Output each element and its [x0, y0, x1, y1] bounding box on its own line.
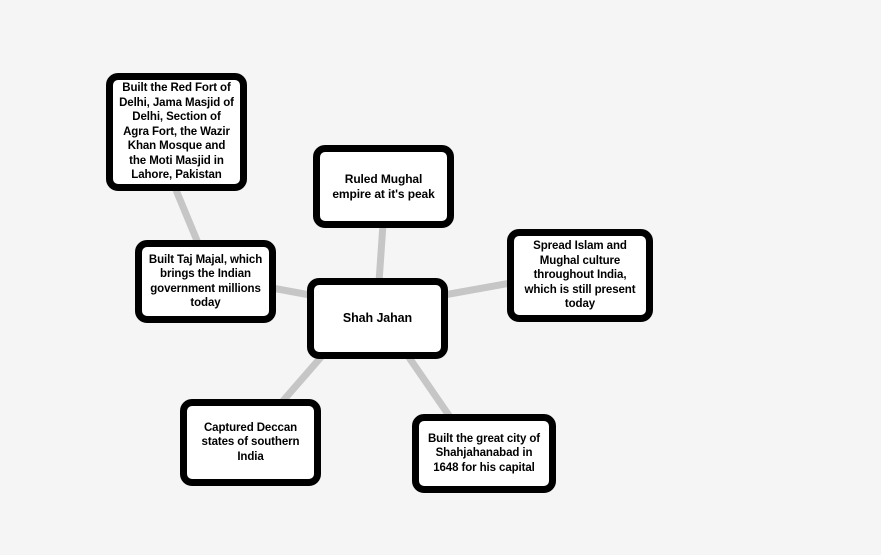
node-red-fort-label: Built the Red Fort of Delhi, Jama Masjid…	[119, 82, 234, 182]
node-central-topic-label: Shah Jahan	[342, 311, 413, 325]
node-shahjahanabad-label: Built the great city of Shahjahanabad in…	[427, 432, 541, 474]
connector-center-to-taj	[271, 284, 311, 299]
node-captured-deccan[interactable]: Captured Deccan states of southern India	[180, 399, 321, 486]
node-taj-majal-label: Built Taj Majal, which brings the Indian…	[148, 253, 263, 310]
connector-center-to-deccan	[279, 353, 325, 405]
node-spread-islam[interactable]: Spread Islam and Mughal culture througho…	[507, 229, 653, 322]
node-red-fort[interactable]: Built the Red Fort of Delhi, Jama Masjid…	[106, 73, 247, 191]
connector-taj-to-red-fort	[172, 188, 202, 245]
connector-center-to-city	[405, 354, 453, 419]
node-ruled-mughal-empire-label: Ruled Mughal empire at it's peak	[332, 171, 435, 201]
node-spread-islam-label: Spread Islam and Mughal culture througho…	[524, 240, 636, 311]
node-ruled-mughal-empire[interactable]: Ruled Mughal empire at it's peak	[313, 145, 454, 228]
node-taj-majal[interactable]: Built Taj Majal, which brings the Indian…	[135, 240, 276, 323]
node-captured-deccan-label: Captured Deccan states of southern India	[201, 421, 300, 463]
node-shahjahanabad[interactable]: Built the great city of Shahjahanabad in…	[412, 414, 556, 493]
node-central-topic[interactable]: Shah Jahan	[307, 278, 448, 359]
connector-center-to-ruled	[375, 223, 387, 283]
connector-center-to-spread	[443, 279, 512, 299]
